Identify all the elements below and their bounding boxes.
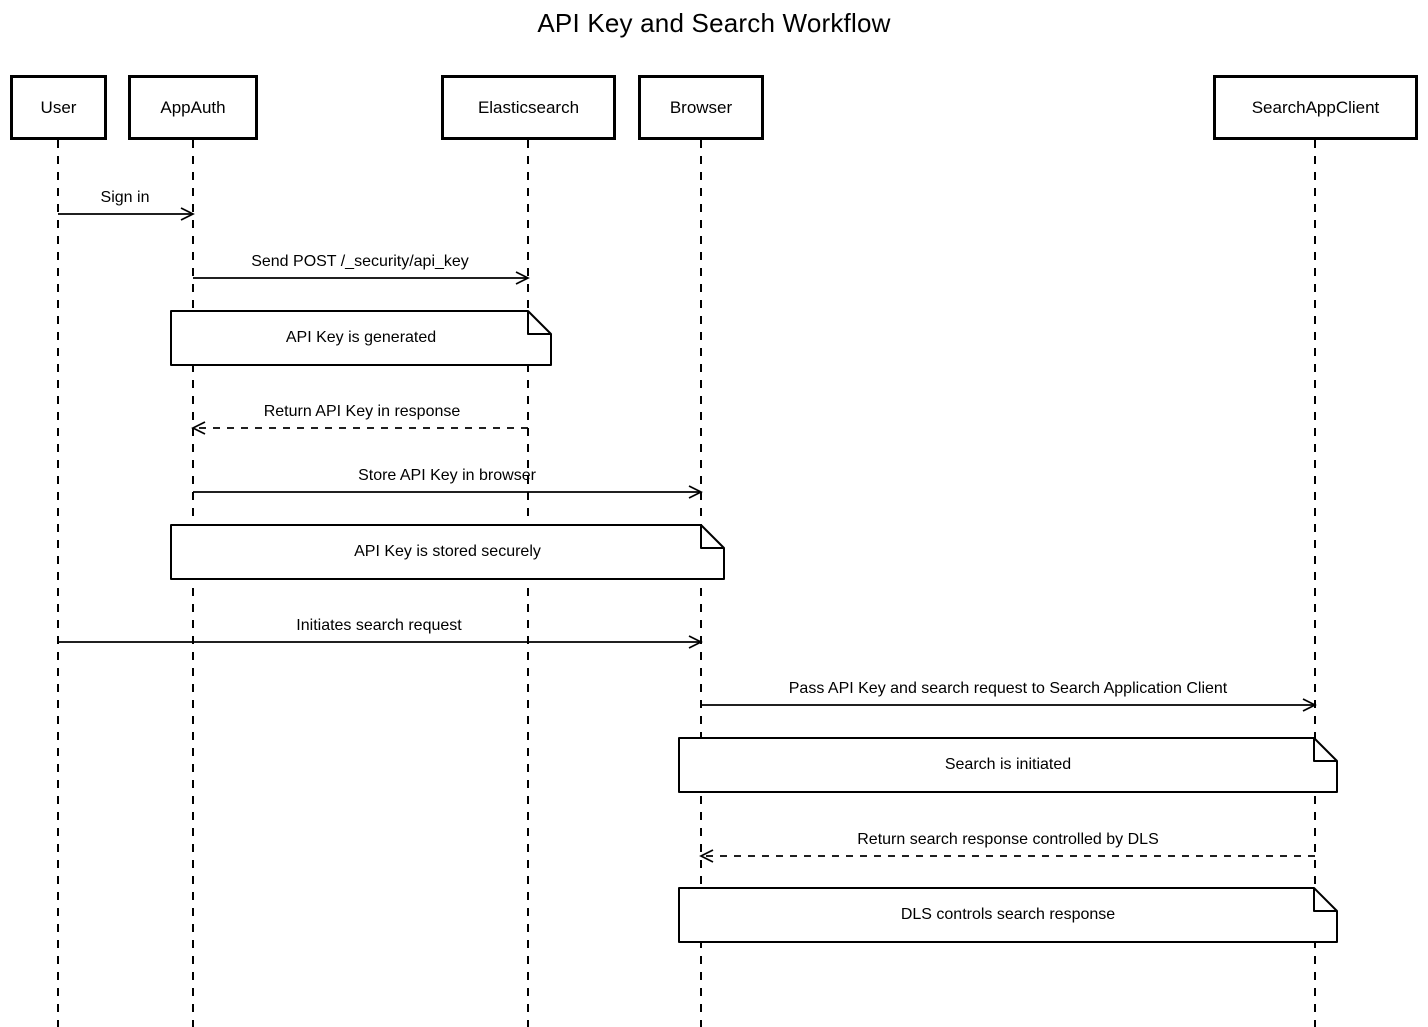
participant-browser-label: Browser (669, 97, 733, 117)
participant-searchappclient-label: SearchAppClient (1251, 97, 1380, 117)
message-send-post: Send POST /_security/api_key (251, 253, 469, 270)
participant-elasticsearch-label: Elasticsearch (477, 97, 580, 117)
note-api-key-stored: API Key is stored securely (354, 543, 541, 560)
participant-user: User (10, 75, 107, 140)
message-initiates-search: Initiates search request (296, 617, 462, 634)
diagram-title: API Key and Search Workflow (537, 8, 891, 38)
message-sign-in: Sign in (100, 189, 150, 206)
note-shape-api-key-generated (170, 310, 552, 366)
note-api-key-generated: API Key is generated (285, 329, 437, 346)
message-store-api-key: Store API Key in browser (358, 467, 536, 484)
note-dls-controls: DLS controls search response (900, 906, 1116, 923)
note-shape-api-key-stored (170, 524, 725, 580)
note-search-initiated: Search is initiated (944, 756, 1072, 773)
participant-elasticsearch: Elasticsearch (441, 75, 616, 140)
message-return-api-key: Return API Key in response (263, 403, 461, 420)
message-return-search-response: Return search response controlled by DLS (857, 831, 1159, 848)
participant-appauth-label: AppAuth (160, 97, 226, 117)
participant-searchappclient: SearchAppClient (1213, 75, 1418, 140)
participant-user-label: User (40, 97, 77, 117)
message-pass-api-key: Pass API Key and search request to Searc… (788, 680, 1228, 697)
note-shape-search-initiated (678, 737, 1338, 793)
note-shape-dls-controls (678, 887, 1338, 943)
participant-appauth: AppAuth (128, 75, 258, 140)
participant-browser: Browser (638, 75, 764, 140)
